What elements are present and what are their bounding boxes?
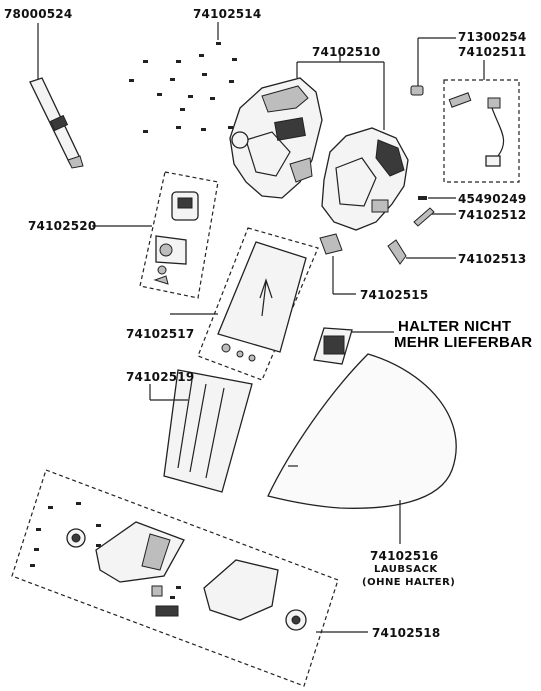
leaf-bag xyxy=(267,353,457,544)
bag-holder xyxy=(313,327,394,365)
leaf-bag-note: (OHNE HALTER) xyxy=(362,577,456,588)
part-number-nozzle: 74102518 xyxy=(372,626,441,640)
part-number-housing: 74102510 xyxy=(312,45,381,59)
leaf-bag-label: LAUBSACK xyxy=(374,564,438,575)
air-duct-assembly xyxy=(170,227,319,381)
part-number-motor: 74102520 xyxy=(28,219,97,233)
part-number-74102513: 74102513 xyxy=(458,252,527,266)
motor-assembly xyxy=(92,171,219,299)
part-number-air-duct: 74102517 xyxy=(126,327,195,341)
part-number-74102512: 74102512 xyxy=(458,208,527,222)
nozzle-assembly xyxy=(11,469,368,687)
housing-left-half xyxy=(229,77,323,199)
holder-unavailable-line1: HALTER NICHT xyxy=(398,318,512,335)
small-switch-parts xyxy=(387,196,456,265)
holder-unavailable-line2: MEHR LIEFERBAR xyxy=(394,334,533,351)
screw-set xyxy=(129,22,237,133)
housing-right-half xyxy=(321,127,409,231)
shoulder-strap xyxy=(29,23,84,169)
part-number-screws: 74102514 xyxy=(193,7,262,21)
part-number-45490249: 45490249 xyxy=(458,192,527,206)
part-number-collector: 74102519 xyxy=(126,370,195,384)
part-number-cable-set: 74102511 xyxy=(458,45,527,59)
filter-clip xyxy=(319,233,356,295)
part-number-filter-clip: 74102515 xyxy=(360,288,429,302)
cable-and-plug-parts xyxy=(410,37,520,183)
part-number-strap: 78000524 xyxy=(4,7,73,21)
collector-tube xyxy=(149,369,253,493)
part-number-leaf-bag: 74102516 xyxy=(370,549,439,563)
part-number-71300254: 71300254 xyxy=(458,30,527,44)
